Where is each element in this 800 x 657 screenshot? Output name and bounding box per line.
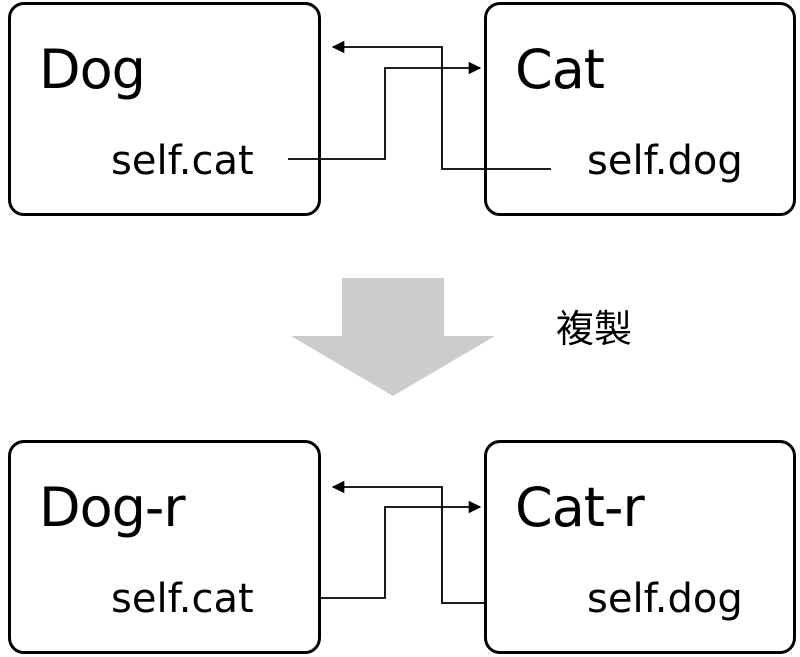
dog-r-box: Dog-r self.cat xyxy=(8,440,321,654)
top-dog-reference-arrow xyxy=(331,40,551,170)
cat-r-self-dog-field: self.dog xyxy=(587,576,743,622)
cat-r-box: Cat-r self.dog xyxy=(484,440,796,654)
cat-title: Cat xyxy=(515,38,605,101)
top-cat-reference-arrow xyxy=(288,61,482,160)
copy-down-arrow xyxy=(291,278,495,396)
bottom-cat-reference-arrow xyxy=(288,500,482,599)
dog-r-title: Dog-r xyxy=(39,476,186,539)
dog-box: Dog self.cat xyxy=(8,2,321,216)
dog-title: Dog xyxy=(39,38,146,101)
copy-label: 複製 xyxy=(556,307,633,351)
cat-self-dog-field: self.dog xyxy=(587,138,743,184)
cat-r-title: Cat-r xyxy=(515,476,645,539)
dog-r-self-cat-field: self.cat xyxy=(111,576,254,622)
dog-self-cat-field: self.cat xyxy=(111,138,254,184)
cat-box: Cat self.dog xyxy=(484,2,796,216)
